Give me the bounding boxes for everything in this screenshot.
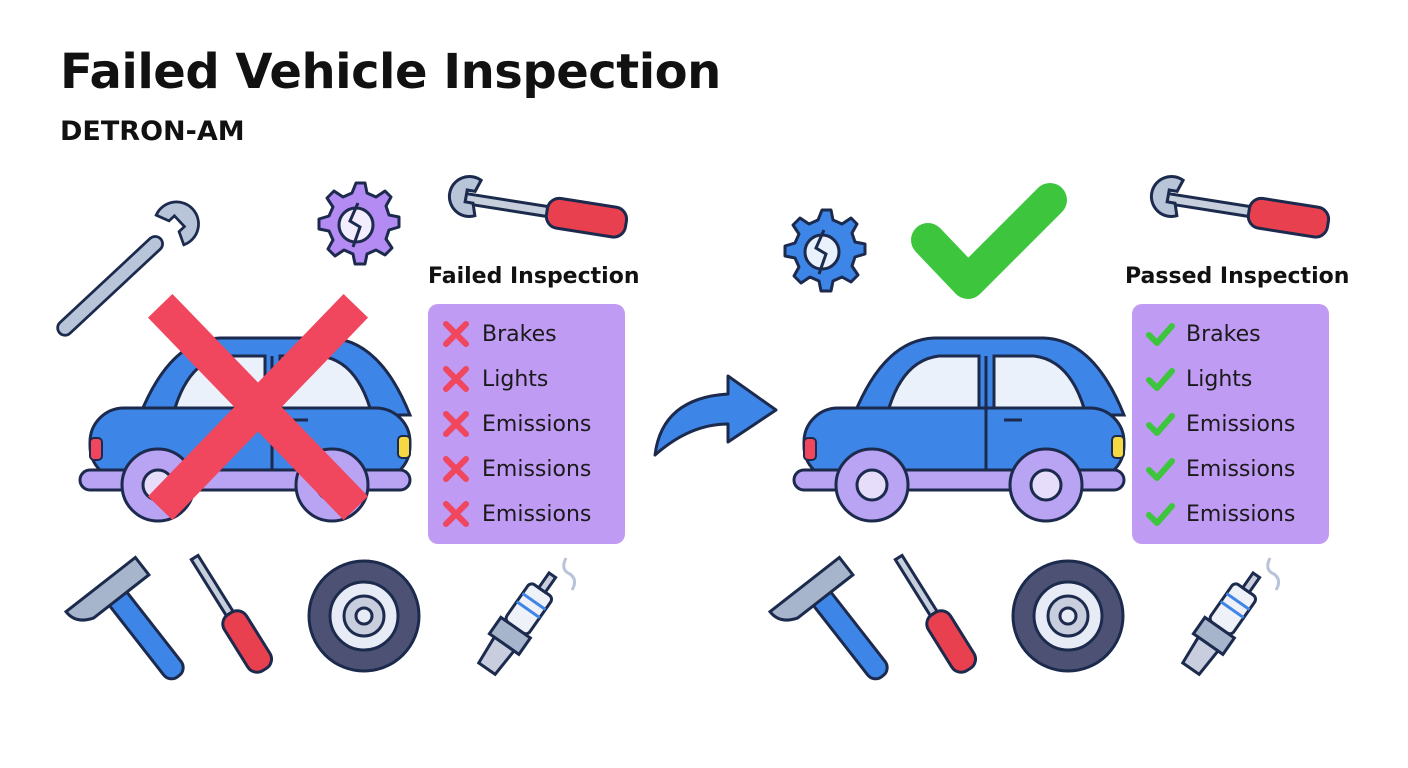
check-label: Emissions <box>482 501 592 527</box>
list-item: Lights <box>1144 363 1252 395</box>
list-item: Emissions <box>1144 408 1295 440</box>
check-label: Emissions <box>482 456 592 482</box>
hammer-icon <box>768 555 893 685</box>
hammer-icon <box>64 555 189 685</box>
tire-icon <box>1011 559 1125 673</box>
arrow-icon <box>653 374 778 457</box>
screwdriver-icon <box>458 181 630 241</box>
green-check-icon <box>1144 453 1176 485</box>
red-x-icon <box>440 408 472 440</box>
wrench-icon <box>447 175 484 218</box>
list-item: Emissions <box>440 453 591 485</box>
green-check-icon <box>1144 318 1176 350</box>
check-label: Emissions <box>1186 411 1296 437</box>
list-item: Emissions <box>1144 498 1295 530</box>
tire-icon <box>307 559 421 673</box>
check-label: Brakes <box>1186 321 1261 347</box>
gear-icon <box>317 181 401 266</box>
check-label: Emissions <box>1186 501 1296 527</box>
car-passed <box>792 336 1126 523</box>
page-subtitle: DETRON-AM <box>60 116 245 147</box>
red-x-icon <box>440 453 472 485</box>
check-label: Brakes <box>482 321 557 347</box>
green-check-icon <box>1144 363 1176 395</box>
check-label: Emissions <box>1186 456 1296 482</box>
gear-icon <box>783 208 867 293</box>
red-x-icon <box>440 363 472 395</box>
list-item: Brakes <box>1144 318 1261 350</box>
green-check-icon <box>1144 408 1176 440</box>
green-check-icon <box>1144 498 1176 530</box>
screwdriver-icon <box>182 549 278 678</box>
green-checkmark-icon <box>911 183 1067 299</box>
page-title: Failed Vehicle Inspection <box>60 44 721 100</box>
list-item: Emissions <box>440 498 591 530</box>
spark-squiggle <box>562 557 577 591</box>
check-label: Lights <box>1186 366 1253 392</box>
list-item: Emissions <box>1144 453 1295 485</box>
list-item: Emissions <box>440 408 591 440</box>
red-x-icon <box>147 293 369 521</box>
spark-plug-icon <box>470 563 569 681</box>
list-item: Lights <box>440 363 548 395</box>
failed-checklist: Brakes Lights Emissions Emissions Emissi… <box>428 304 625 544</box>
spark-plug-icon <box>1174 563 1273 681</box>
wrench-icon <box>1149 175 1186 218</box>
failed-inspection-title: Failed Inspection <box>428 264 640 289</box>
list-item: Brakes <box>440 318 557 350</box>
passed-inspection-title: Passed Inspection <box>1125 264 1350 289</box>
screwdriver-icon <box>1160 181 1332 241</box>
red-x-icon <box>440 498 472 530</box>
red-x-icon <box>440 318 472 350</box>
check-label: Emissions <box>482 411 592 437</box>
passed-checklist: Brakes Lights Emissions Emissions Emissi… <box>1132 304 1329 544</box>
spark-squiggle <box>1266 557 1281 591</box>
check-label: Lights <box>482 366 549 392</box>
screwdriver-icon <box>886 549 982 678</box>
